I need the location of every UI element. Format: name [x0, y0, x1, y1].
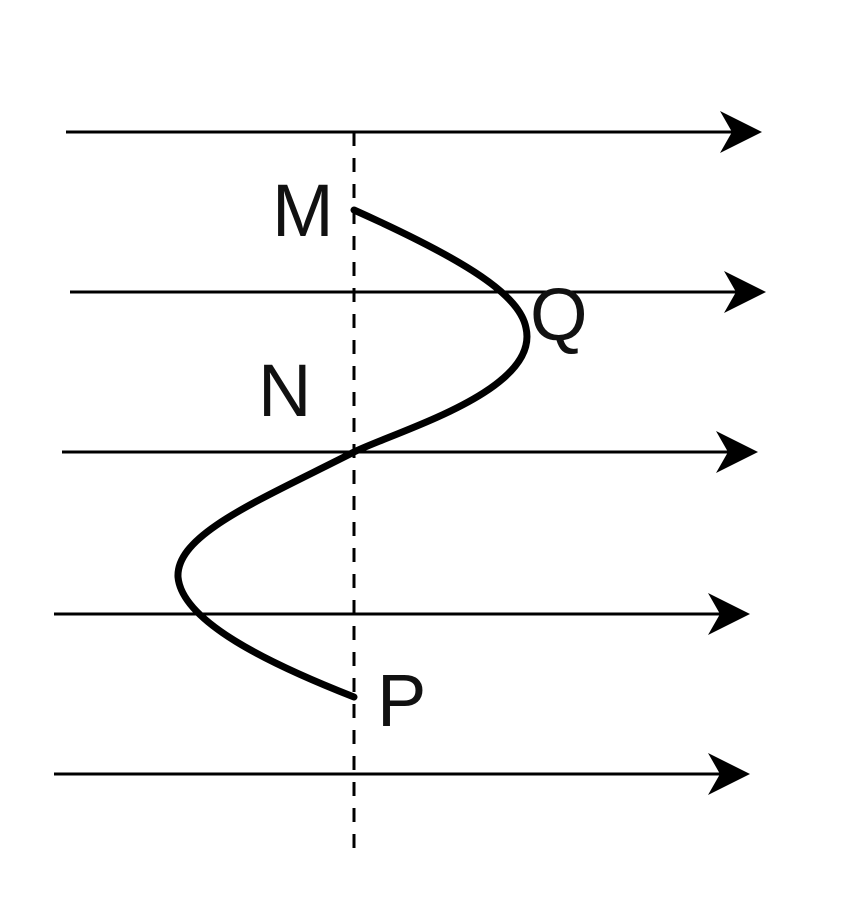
label-m: M — [272, 169, 334, 252]
label-p: P — [377, 659, 426, 742]
label-q: Q — [530, 273, 588, 356]
s-curve-path — [174, 206, 531, 701]
label-n: N — [258, 349, 311, 432]
